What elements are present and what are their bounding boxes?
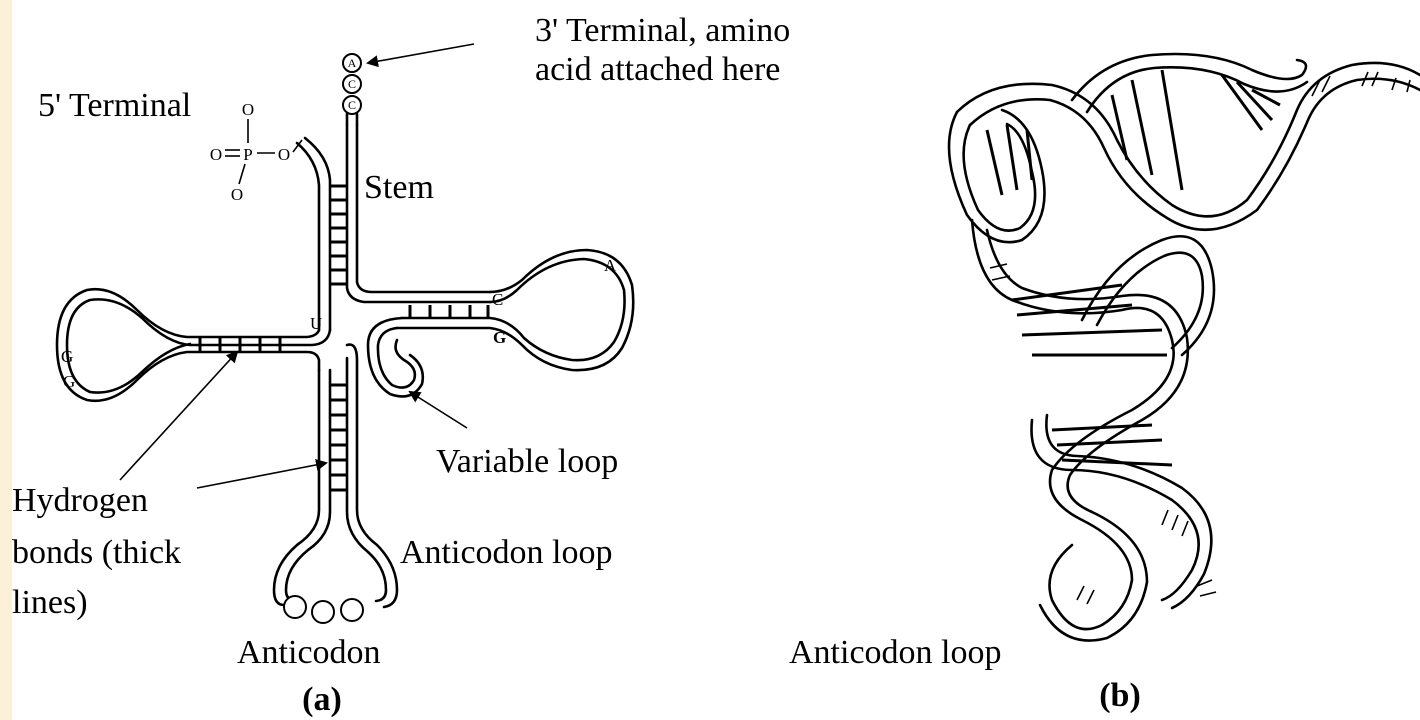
label-stem: Stem (364, 169, 434, 206)
ribbon-top-rungs (1112, 70, 1410, 190)
label-variable-loop: Variable loop (436, 443, 618, 480)
label-3-prime-line2: acid attached here (535, 51, 780, 88)
label-anticodon: Anticodon (237, 634, 381, 671)
trna-figure: A C C O O P O O (12, 0, 1420, 720)
arrow-hydrogen-d-arm (120, 352, 237, 480)
base-c-cca-1: C (348, 77, 356, 91)
label-3-prime-line1: 3' Terminal, amino (535, 12, 790, 49)
anticodon-stem-left-strand (274, 370, 319, 605)
label-hydrogen-line3: lines) (12, 584, 88, 621)
base-u-left: U (310, 314, 322, 333)
ribbon-acceptor-arm-outer (957, 63, 1420, 216)
base-g-right: G (493, 328, 506, 347)
anticodon-stem-right-strand-inner (347, 358, 386, 601)
base-a-cca: A (348, 56, 357, 70)
base-g-left-2: G (63, 372, 75, 391)
caption-a: (a) (302, 681, 342, 718)
acceptor-stem-right-strand-inner (357, 125, 490, 292)
phosphate-group: O O P O O (210, 100, 302, 204)
phosphate-oxygen-top: O (242, 100, 254, 119)
acceptor-stem-right-strand (347, 125, 490, 302)
label-hydrogen-line2: bonds (thick (12, 534, 181, 571)
phosphate-p: P (243, 145, 252, 164)
phosphate-oxygen-left: O (210, 145, 222, 164)
anticodon-bases (284, 596, 363, 623)
anticodon-stem-hydrogen-bonds (330, 385, 347, 490)
label-5-prime: 5' Terminal (38, 87, 191, 124)
label-anticodon-loop-b: Anticodon loop (789, 634, 1001, 671)
arrow-hydrogen-anticodon-arm (197, 463, 326, 488)
caption-b: (b) (1099, 677, 1141, 714)
cca-terminal: A C C (343, 54, 361, 125)
t-arm-lower-strand (402, 259, 625, 360)
label-anticodon-loop-a: Anticodon loop (400, 534, 612, 571)
t-arm-hydrogen-bonds (410, 305, 488, 318)
acceptor-stem-hydrogen-bonds (330, 186, 347, 284)
ribbon-top-loop-inner (1087, 67, 1307, 112)
phosphate-oxygen-bottom: O (231, 185, 243, 204)
ribbon-d-loop-rungs (987, 125, 1032, 195)
label-hydrogen-line1: Hydrogen (12, 482, 148, 519)
anticodon-stem-left-strand-inner (286, 370, 330, 600)
base-a-right: A (604, 256, 617, 275)
phosphate-oxygen-right: O (278, 145, 290, 164)
ribbon-anticodon-cross-outer (1032, 420, 1199, 600)
t-arm-upper-strand (397, 250, 633, 370)
ribbon-middle-cross-inner (1097, 253, 1203, 348)
acceptor-stem-left-strand (297, 143, 319, 330)
variable-loop-strand-inner (368, 318, 423, 396)
acceptor-stem-left-strand-inner (305, 138, 330, 330)
arrow-variable-loop (410, 392, 467, 428)
ribbon-top-loop-outer (1072, 54, 1306, 100)
base-c-cca-2: C (348, 98, 356, 112)
variable-loop-strand (378, 328, 415, 388)
arrow-3-prime (368, 44, 474, 63)
trna-diagram-svg: A C C O O P O O (12, 0, 1420, 720)
base-c-right: C (492, 290, 503, 309)
trna-3d-ribbon (949, 54, 1420, 641)
base-g-left-1: G (61, 347, 73, 366)
